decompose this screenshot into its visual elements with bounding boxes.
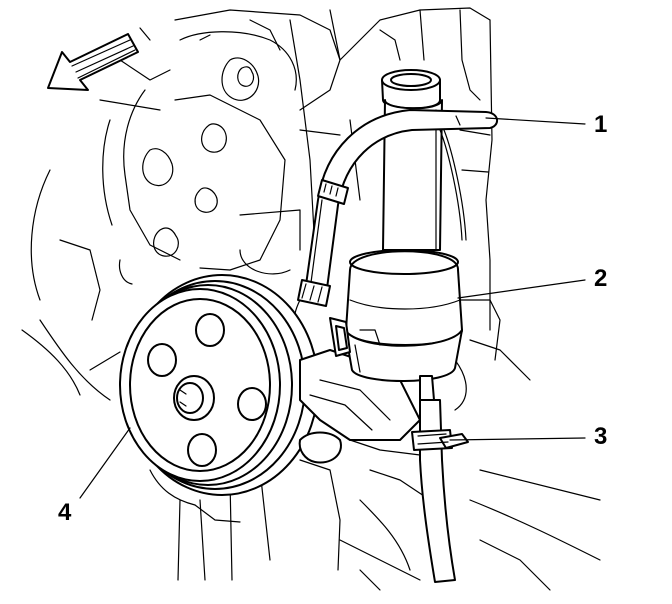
inlet-hose <box>297 109 498 307</box>
pulley-hole <box>187 433 217 467</box>
pulley-hole <box>237 387 267 421</box>
pulley-hub <box>173 375 215 421</box>
pulley-hole <box>147 343 177 377</box>
pump-pulley <box>119 274 319 496</box>
pump-body <box>298 349 421 464</box>
leader-line-4 <box>79 427 131 499</box>
leader-line-1 <box>485 117 586 125</box>
callout-label: 1 <box>594 111 607 138</box>
power-steering-reservoir <box>329 69 467 401</box>
return-hose <box>411 399 469 583</box>
callout-label: 4 <box>58 499 72 526</box>
front-of-vehicle-arrow-icon <box>47 33 139 91</box>
pulley-hole <box>195 313 225 347</box>
callout-label: 2 <box>594 265 607 292</box>
leader-lines <box>79 117 586 499</box>
callout-label: 3 <box>594 423 607 450</box>
leader-line-2 <box>457 279 586 299</box>
leader-line-3 <box>449 437 586 441</box>
